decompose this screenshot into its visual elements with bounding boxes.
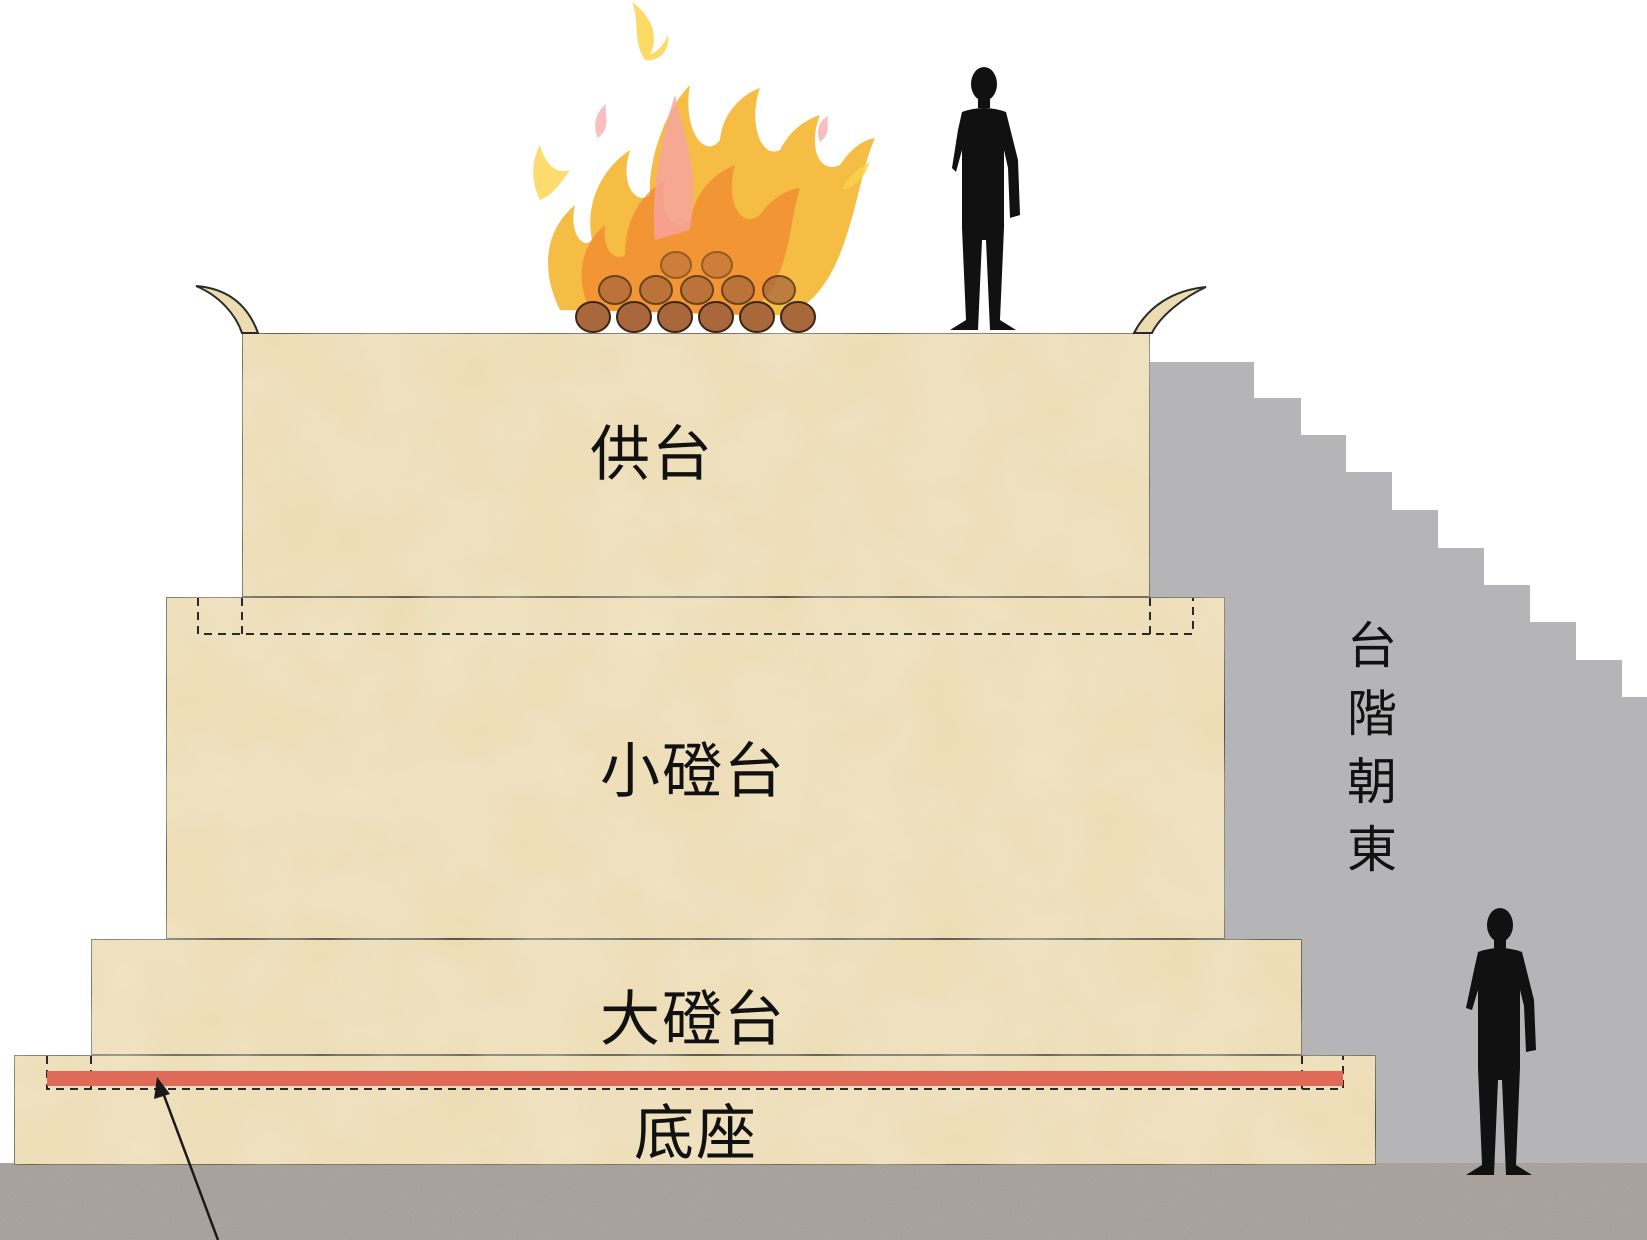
tier-large-ledge <box>90 938 1303 1056</box>
dashed-outline-upper <box>197 598 1194 635</box>
small-ledge-label: 小磴台 <box>600 737 786 807</box>
base-label: 底座 <box>634 1099 758 1169</box>
person-silhouette-icon <box>950 67 1020 330</box>
fire-icon <box>533 2 875 315</box>
large-ledge-label: 大磴台 <box>600 985 786 1055</box>
horn-left <box>195 285 260 334</box>
tier-altar-top <box>241 332 1151 598</box>
altar-top-label: 供台 <box>590 420 714 490</box>
person-silhouette-icon <box>1466 908 1536 1175</box>
horn-right <box>1132 286 1207 334</box>
arrow-icon <box>154 1077 220 1240</box>
firewood-logs <box>575 251 816 333</box>
ground <box>0 1163 1647 1240</box>
stairs-label: 台階朝東 <box>1347 617 1397 879</box>
red-band <box>47 1071 1343 1086</box>
